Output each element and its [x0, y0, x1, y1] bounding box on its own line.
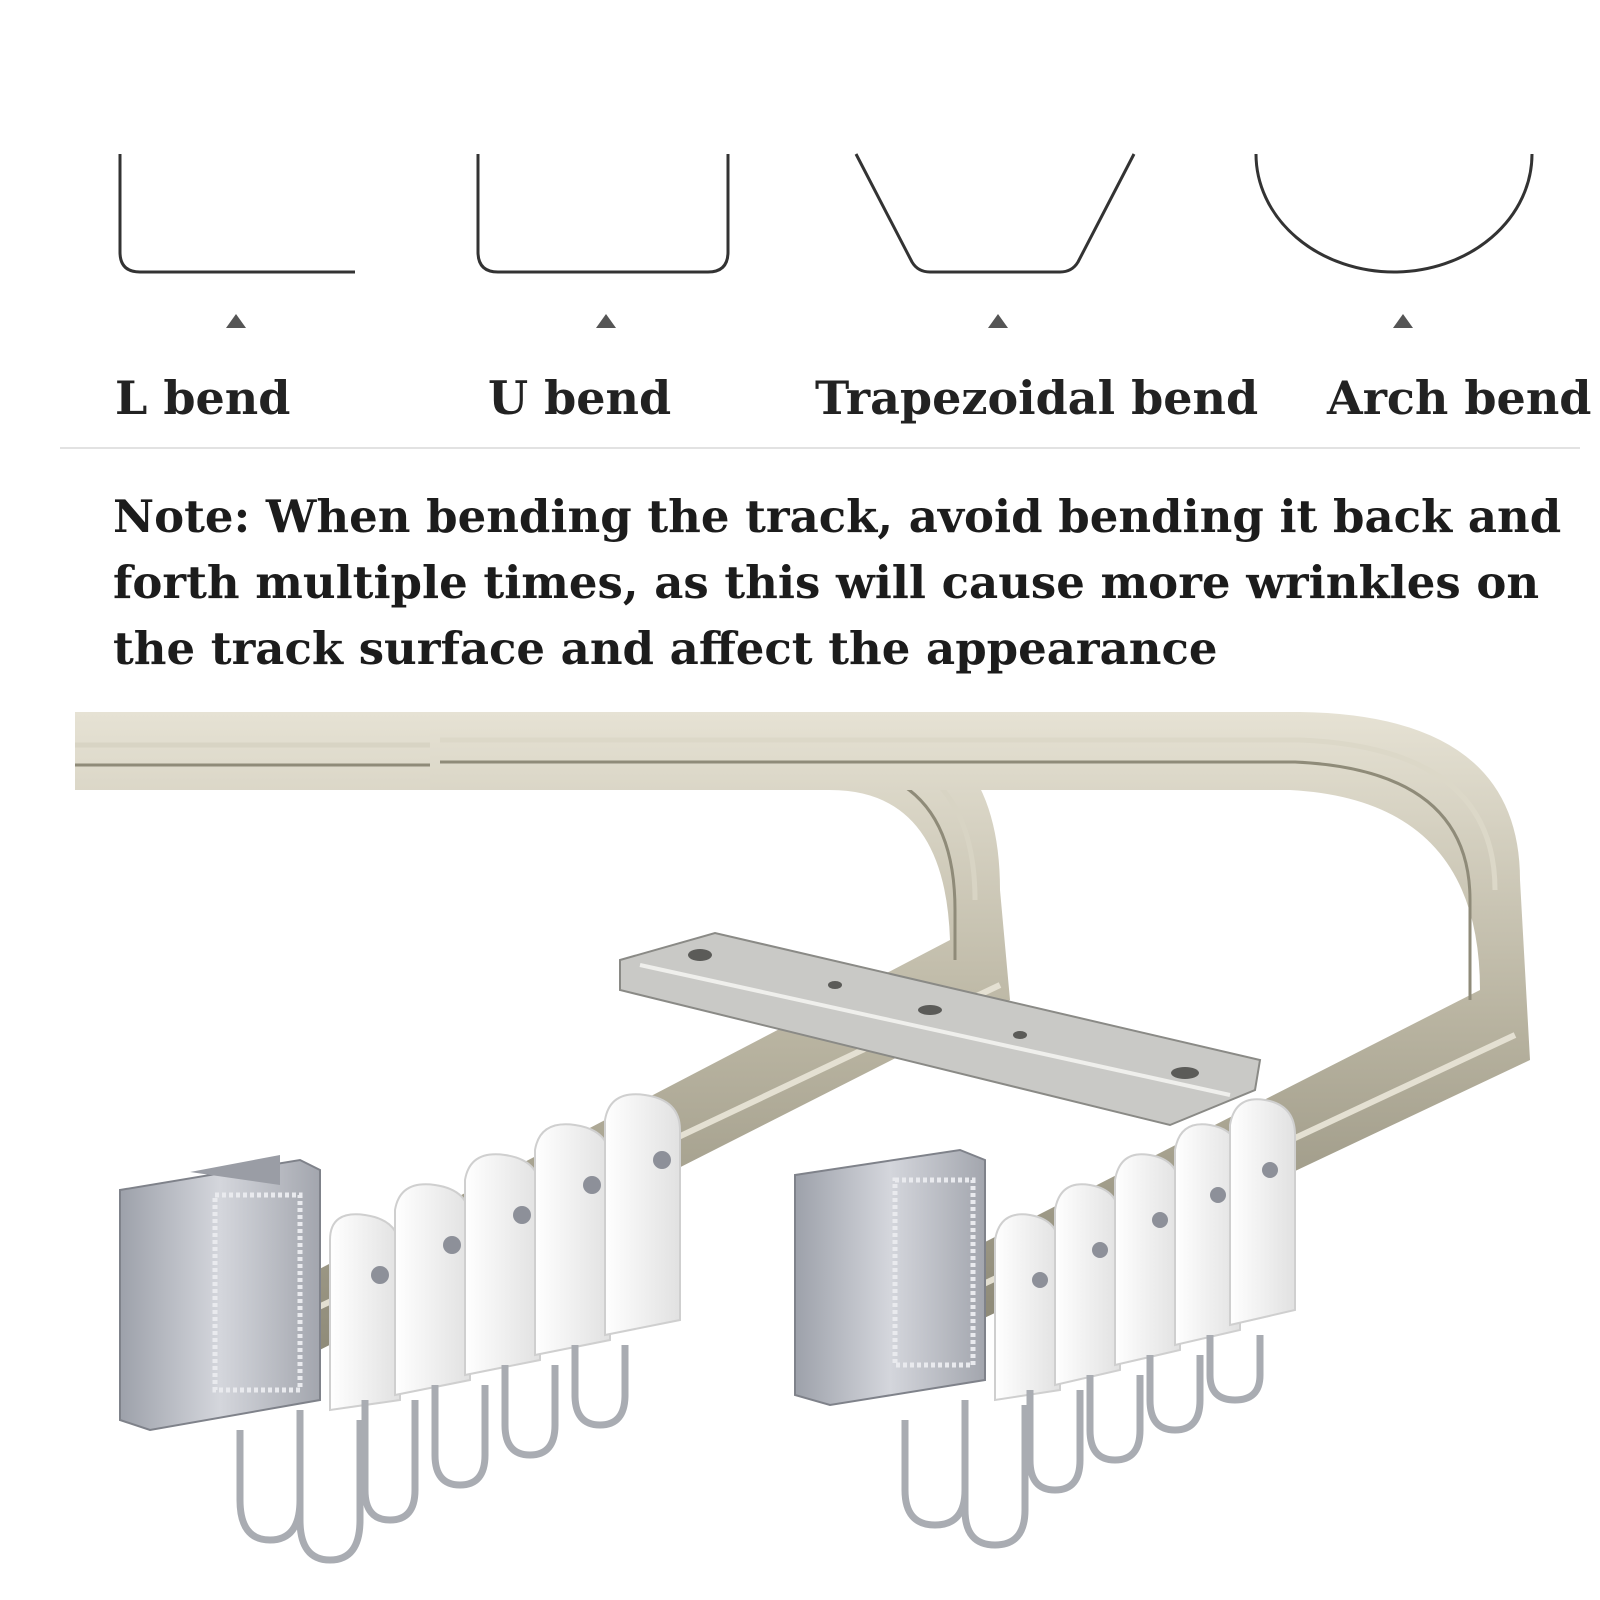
end-cap-right — [794, 1148, 986, 1407]
runners-left — [329, 1093, 681, 1412]
end-cap-left — [119, 1155, 321, 1432]
hooks-left — [236, 1345, 629, 1564]
bend-label-u: U bend — [488, 371, 672, 425]
trapezoid-bend-shape — [854, 153, 1136, 274]
curtain-track-photo — [75, 712, 1530, 1564]
arch-bend-shape — [1254, 153, 1534, 274]
triangle-marker-icon — [988, 314, 1008, 328]
mounting-bracket — [619, 931, 1262, 1127]
bend-label-l: L bend — [115, 371, 291, 425]
bending-note: Note: When bending the track, avoid bend… — [113, 490, 1562, 675]
bend-label-trapezoidal: Trapezoidal bend — [815, 371, 1259, 425]
hooks-right — [901, 1335, 1264, 1549]
l-bend-shape — [118, 154, 355, 274]
runner-pins-left — [371, 1151, 671, 1284]
divider — [60, 447, 1580, 449]
bend-label-arch: Arch bend — [1327, 371, 1592, 425]
runners-right — [994, 1098, 1296, 1402]
runner-pins-right — [1032, 1162, 1278, 1288]
u-bend-shape — [476, 154, 730, 274]
triangle-marker-icon — [1393, 314, 1413, 328]
triangle-marker-icon — [226, 314, 246, 328]
triangle-marker-icon — [596, 314, 616, 328]
